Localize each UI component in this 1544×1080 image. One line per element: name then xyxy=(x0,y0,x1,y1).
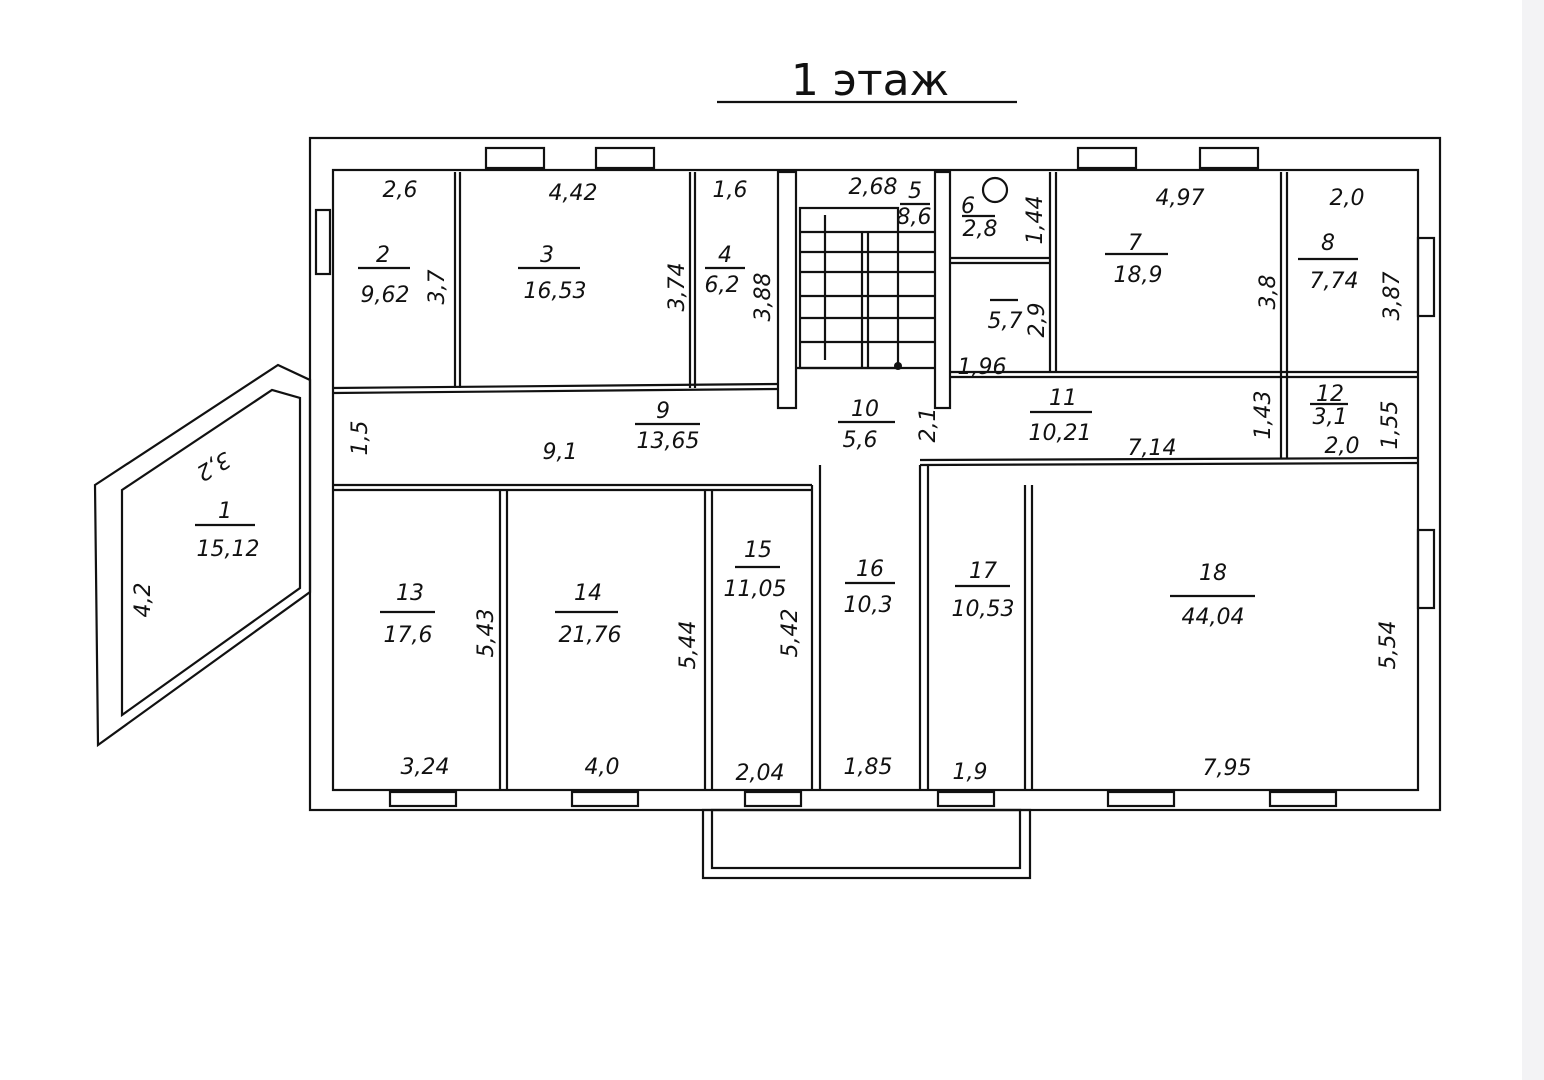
dimension: 3,87 xyxy=(1380,272,1405,321)
room-area: 2,8 xyxy=(963,217,998,242)
dimension-labels: 2,6 4,42 1,6 2,68 1,96 4,97 2,0 9,1 7,14… xyxy=(131,175,1405,786)
dimension: 2,0 xyxy=(1330,186,1365,211)
room-area: 5,7 xyxy=(988,309,1023,334)
dimension: 1,85 xyxy=(844,755,893,780)
room-labels: 1 15,12 2 9,62 3 16,53 4 6,2 58,6 62,8 5,7 7… xyxy=(195,179,1358,648)
room-area: 11,05 xyxy=(724,577,787,602)
dimension: 7,14 xyxy=(1128,436,1177,461)
room-number: 3 xyxy=(540,243,554,268)
room-area: 3,1 xyxy=(1313,405,1348,430)
dimension: 1,44 xyxy=(1023,196,1048,245)
room-area: 9,62 xyxy=(361,283,410,308)
dimension: 4,0 xyxy=(585,755,620,780)
room-number: 7 xyxy=(1128,231,1142,256)
dimension: 5,54 xyxy=(1376,621,1401,670)
room-number: 2 xyxy=(376,243,390,268)
dimension: 1,55 xyxy=(1378,401,1403,450)
room-area: 10,53 xyxy=(952,597,1015,622)
dimension: 2,68 xyxy=(849,175,898,200)
dimension: 2,0 xyxy=(1325,434,1360,459)
room-number: 8 xyxy=(1321,231,1335,256)
room-area: 6,2 xyxy=(705,273,740,298)
room-number: 16 xyxy=(856,557,884,582)
dimension: 3,88 xyxy=(751,273,776,322)
room-number: 14 xyxy=(574,581,602,606)
dimension: 1,9 xyxy=(953,760,988,785)
dimension: 1,43 xyxy=(1251,391,1276,440)
room-area: 10,21 xyxy=(1029,421,1092,446)
dimension: 4,42 xyxy=(549,181,598,206)
room-area: 21,76 xyxy=(559,623,622,648)
room-area: 44,04 xyxy=(1182,605,1245,630)
dimension: 5,44 xyxy=(676,621,701,670)
dimension: 9,1 xyxy=(543,440,578,465)
room-number: 1 xyxy=(218,499,232,524)
dimension: 2,1 xyxy=(916,408,941,443)
dimension: 1,5 xyxy=(348,421,373,456)
room-number: 5 xyxy=(908,179,922,204)
room-number: 17 xyxy=(969,559,997,584)
room-number: 11 xyxy=(1049,386,1077,411)
plan-title: 1 этаж xyxy=(791,55,949,106)
room-area: 10,3 xyxy=(844,593,893,618)
dimension: 2,04 xyxy=(736,761,785,786)
room-area: 7,74 xyxy=(1310,269,1359,294)
room-number: 9 xyxy=(656,399,670,424)
room-number: 15 xyxy=(744,538,772,563)
dimension: 4,97 xyxy=(1156,186,1205,211)
room-area: 5,6 xyxy=(843,428,878,453)
dimension: 4,2 xyxy=(131,583,156,618)
dimension: 3,74 xyxy=(665,263,690,312)
dimension: 2,9 xyxy=(1025,303,1050,338)
room-number: 18 xyxy=(1199,561,1227,586)
room-area: 13,65 xyxy=(637,429,700,454)
scrollbar[interactable] xyxy=(1522,0,1544,1080)
room-area: 18,9 xyxy=(1114,263,1163,288)
dimension: 3,7 xyxy=(425,270,450,305)
dimension: 3,8 xyxy=(1256,275,1281,310)
dimension: 1,6 xyxy=(713,178,748,203)
room-area: 8,6 xyxy=(897,205,932,230)
walls xyxy=(93,136,1442,880)
room-number: 6 xyxy=(961,194,975,219)
dimension: 5,42 xyxy=(778,609,803,658)
dimension: 3,2 xyxy=(192,446,235,485)
room-area: 17,6 xyxy=(384,623,433,648)
room-number: 4 xyxy=(718,243,732,268)
dimension: 5,43 xyxy=(474,609,499,658)
dimension: 3,24 xyxy=(401,755,450,780)
room-number: 10 xyxy=(851,397,879,422)
room-area: 15,12 xyxy=(197,537,260,562)
room-area: 16,53 xyxy=(524,279,587,304)
dimension: 1,96 xyxy=(958,355,1007,380)
dimension: 7,95 xyxy=(1203,756,1252,781)
room-number: 12 xyxy=(1316,382,1344,407)
room-number: 13 xyxy=(396,581,424,606)
dimension: 2,6 xyxy=(383,178,418,203)
